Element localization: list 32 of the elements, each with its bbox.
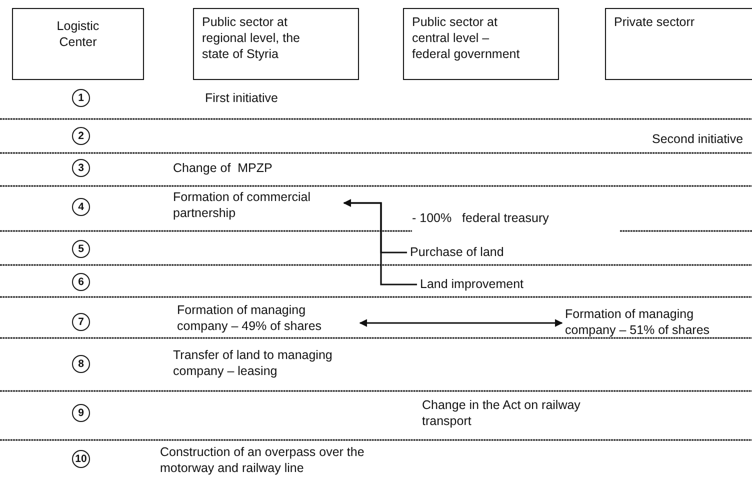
header-text: Private sectorr — [614, 14, 696, 30]
step-text: Land improvement — [420, 276, 540, 292]
circled-number: 6 — [72, 273, 90, 291]
circled-number: 9 — [72, 404, 90, 422]
header-box — [193, 8, 359, 80]
arrow — [343, 199, 417, 286]
circled-number: 4 — [72, 198, 90, 216]
step-text: Formation of managing company – 49% of shares — [177, 302, 357, 334]
circled-number: 3 — [72, 159, 90, 177]
row-text: First initiative — [205, 90, 278, 106]
row-text: Second initiative — [652, 131, 744, 147]
header-text: Logistic Center — [56, 18, 100, 50]
step-text: Formation of commercial partnership — [173, 189, 348, 221]
header-text: Public sector at regional level, the state of Styria — [202, 14, 301, 62]
arrow — [359, 319, 563, 327]
row-text: Change in the Act on railway transport — [422, 397, 582, 429]
circled-number: 1 — [72, 89, 90, 107]
header-box — [605, 8, 752, 80]
circled-number: 8 — [72, 355, 90, 373]
row-text: Transfer of land to managing company – leasing — [173, 347, 334, 379]
row-text: Change of MPZP — [173, 160, 272, 176]
row-text: Construction of an overpass over the motorway and railway line — [160, 444, 366, 476]
circled-number: 10 — [72, 450, 90, 468]
circled-number: 7 — [72, 313, 90, 331]
row-text: - 100% federal treasury — [412, 210, 549, 226]
step-text: Purchase of land — [410, 244, 520, 260]
header-box — [403, 8, 559, 80]
step-text: Formation of managing company – 51% of shares — [565, 306, 730, 338]
circled-number: 2 — [72, 127, 90, 145]
header-text: Public sector at central level – federal government — [412, 14, 521, 62]
circled-number: 5 — [72, 240, 90, 258]
header-box — [12, 8, 144, 80]
